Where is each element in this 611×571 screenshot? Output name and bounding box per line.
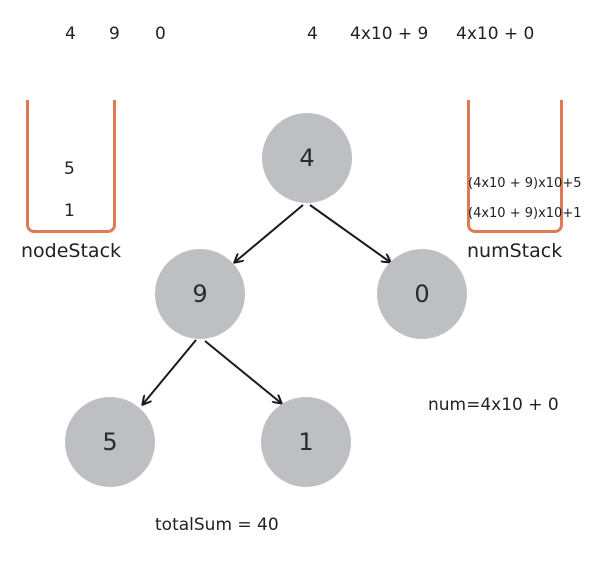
tree-node-right: 0 bbox=[377, 249, 467, 339]
tree-node-left-value: 9 bbox=[192, 280, 208, 308]
top-left-value-2: 9 bbox=[109, 24, 120, 44]
tree-node-left: 9 bbox=[155, 249, 245, 339]
tree-node-left-left-value: 5 bbox=[102, 428, 118, 456]
num-stack-item-2: (4x10 + 9)x10+1 bbox=[468, 206, 582, 221]
tree-node-root-value: 4 bbox=[299, 144, 315, 172]
tree-node-left-left: 5 bbox=[65, 397, 155, 487]
node-stack bbox=[26, 100, 116, 233]
top-right-value-3: 4x10 + 0 bbox=[456, 24, 535, 44]
top-left-value-3: 0 bbox=[155, 24, 166, 44]
tree-node-left-right-value: 1 bbox=[298, 428, 314, 456]
node-stack-label: nodeStack bbox=[21, 240, 122, 262]
edge-left-to-left-left bbox=[143, 339, 197, 404]
num-stack-label: numStack bbox=[467, 240, 563, 262]
node-stack-item-1: 5 bbox=[64, 159, 75, 179]
edge-left-to-left-right bbox=[204, 340, 281, 403]
num-note: num=4x10 + 0 bbox=[428, 395, 559, 415]
top-left-value-1: 4 bbox=[65, 24, 76, 44]
top-right-value-2: 4x10 + 9 bbox=[350, 24, 429, 44]
num-stack-item-1: (4x10 + 9)x10+5 bbox=[468, 176, 582, 191]
edge-root-to-left bbox=[235, 204, 304, 262]
num-stack bbox=[467, 100, 563, 233]
top-right-value-1: 4 bbox=[307, 24, 318, 44]
tree-node-left-right: 1 bbox=[261, 397, 351, 487]
tree-node-root: 4 bbox=[262, 113, 352, 203]
node-stack-item-2: 1 bbox=[64, 201, 75, 221]
edge-root-to-right bbox=[309, 204, 390, 262]
tree-node-right-value: 0 bbox=[414, 280, 430, 308]
total-sum: totalSum = 40 bbox=[155, 515, 279, 535]
